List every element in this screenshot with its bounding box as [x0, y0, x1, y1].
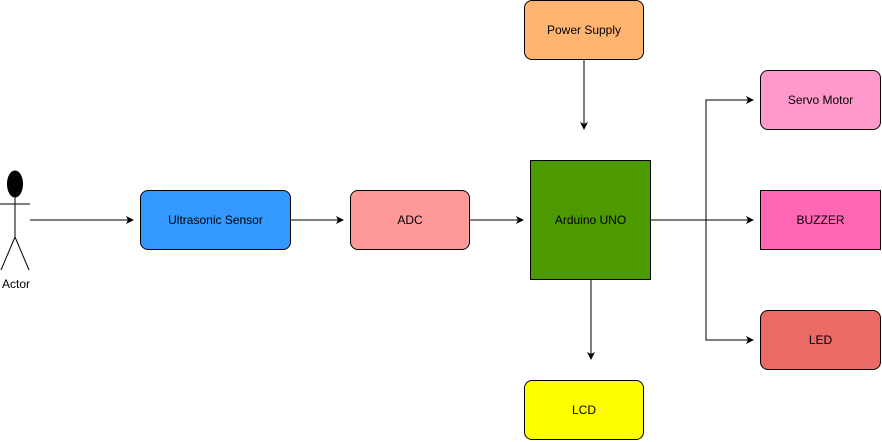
servo-motor-label: Servo Motor: [787, 93, 854, 107]
lcd-label: LCD: [571, 403, 596, 417]
edge-arduino-uno-to-led: [705, 220, 754, 344]
arduino-uno-label: Arduino UNO: [554, 213, 627, 227]
led-block: LED: [760, 310, 881, 370]
lcd-block: LCD: [524, 380, 644, 440]
led-label: LED: [808, 333, 833, 347]
power-supply-label: Power Supply: [546, 23, 622, 37]
actor-label: Actor: [1, 277, 30, 291]
edge-arduino-uno-to-servo-motor: [651, 96, 754, 221]
ultrasonic-sensor-block: Ultrasonic Sensor: [140, 190, 291, 250]
ultrasonic-sensor-label: Ultrasonic Sensor: [168, 213, 263, 227]
adc-label: ADC: [397, 213, 423, 227]
adc-block: ADC: [350, 190, 470, 250]
buzzer-block: BUZZER: [760, 190, 881, 250]
power-supply-block: Power Supply: [524, 0, 644, 60]
buzzer-label: BUZZER: [796, 213, 845, 227]
servo-motor-block: Servo Motor: [760, 70, 881, 130]
arduino-uno-block: Arduino UNO: [530, 160, 651, 280]
actor-figure: [0, 170, 30, 271]
